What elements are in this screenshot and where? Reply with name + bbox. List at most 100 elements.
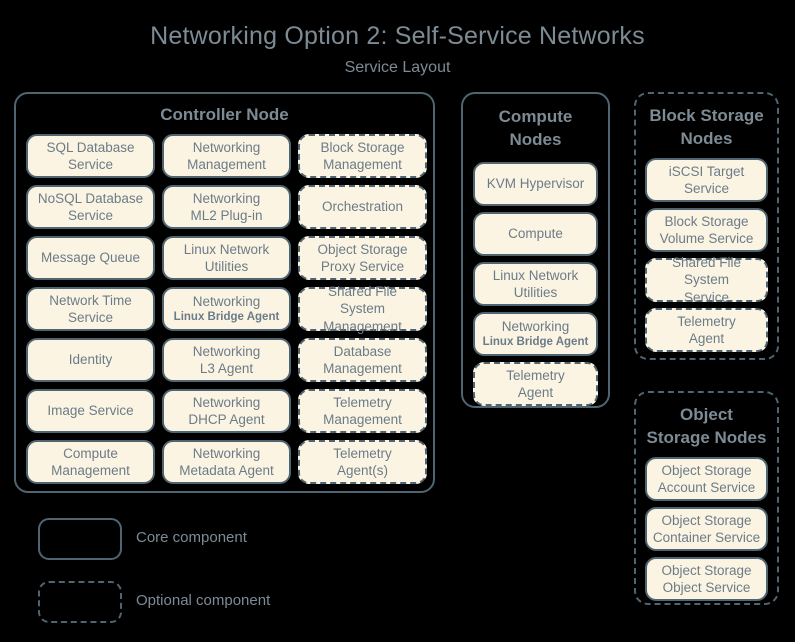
controller-service-c1-r4-label-line2: Service: [67, 310, 113, 325]
controller-service-c2-r5-label-line1: Networking: [192, 343, 261, 359]
controller-service-c2-r7-label-line2: Metadata Agent: [179, 463, 274, 478]
controller-service-c1-r1-label-line1: SQL Database: [46, 139, 135, 155]
controller-service-c3-r7-label-line2: Agent(s): [336, 463, 389, 478]
controller-service-c1-r4-label-line1: Network Time: [49, 292, 132, 308]
controller-service-c1-r5-box: Identity: [26, 338, 155, 382]
controller-service-c2-r1-label-line1: Networking: [192, 139, 261, 155]
block-storage-service-1-label-line2: Service: [683, 181, 729, 196]
legend-core-swatch: [38, 518, 122, 560]
block-storage-service-3-label-line1: Shared File System: [671, 255, 742, 288]
compute-nodes-title: Compute Nodes: [463, 106, 608, 151]
compute-service-2-label-line1: Compute: [508, 226, 563, 242]
compute-service-5-label-line2: Agent: [517, 385, 554, 400]
compute-service-3-label-line2: Utilities: [513, 285, 558, 300]
block-storage-service-2-label-line1: Block Storage: [664, 213, 749, 229]
block-storage-service-4-label-line2: Agent: [688, 331, 725, 346]
block-storage-service-4-label-line1: Telemetry: [677, 313, 736, 329]
controller-service-c2-r2-label-line1: Networking: [192, 190, 261, 206]
page-subtitle: Service Layout: [344, 59, 451, 76]
controller-service-c2-r5-label-line2: L3 Agent: [199, 361, 254, 376]
controller-service-c1-r1-label-line2: Service: [67, 157, 113, 172]
block-storage-nodes-title: Block Storage Nodes: [636, 105, 777, 150]
compute-service-1-box: KVM Hypervisor: [473, 162, 598, 206]
object-storage-service-3-label-line2: Object Service: [662, 580, 751, 595]
controller-service-c2-r3-label-line1: Linux Network: [183, 241, 270, 257]
controller-service-c3-r2-label-line1: Orchestration: [321, 199, 404, 215]
compute-nodes-title-line2: Nodes: [509, 129, 562, 149]
compute-service-2-box: Compute: [473, 212, 598, 256]
controller-service-c1-r5-label-line1: Identity: [68, 352, 113, 368]
controller-service-c3-r1-label-line2: Management: [323, 157, 402, 172]
block-storage-service-1-label-line1: iSCSI Target: [668, 163, 745, 179]
legend-optional-swatch: [38, 581, 122, 623]
legend-optional-label: Optional component: [136, 592, 271, 609]
controller-service-c2-r5-box: Networking L3 Agent: [162, 338, 291, 382]
controller-service-c3-r5-label-line2: Management: [323, 361, 402, 376]
object-storage-nodes-title: Object Storage Nodes: [636, 404, 777, 449]
controller-service-c1-r3-label-line1: Message Queue: [40, 250, 141, 266]
controller-service-c3-r4-label-line1: Shared File System: [327, 284, 398, 317]
controller-service-c3-r3-label-line1: Object Storage: [317, 241, 408, 257]
controller-service-c1-r3-box: Message Queue: [26, 236, 155, 280]
controller-service-c3-r3-label-line2: Proxy Service: [320, 259, 405, 274]
controller-service-c1-r2-label-line2: Service: [67, 208, 113, 223]
controller-service-c2-r4-label-line1: Networking: [192, 294, 261, 309]
controller-service-c2-r2-label-line2: ML2 Plug-in: [190, 208, 263, 223]
object-storage-nodes-title-line2: Storage Nodes: [646, 427, 767, 447]
block-storage-nodes-title-line1: Block Storage: [649, 106, 764, 125]
controller-service-c1-r7-label-line1: Compute: [63, 445, 118, 461]
controller-service-c3-r7-label-line1: Telemetry: [333, 445, 392, 461]
controller-service-c3-r2-box: Orchestration: [298, 185, 427, 229]
compute-nodes-title-line1: Compute: [498, 107, 573, 126]
controller-service-c1-r6-box: Image Service: [26, 389, 155, 433]
compute-service-3-label-line1: Linux Network: [492, 267, 579, 283]
object-storage-service-1-label-line2: Account Service: [657, 480, 756, 495]
object-storage-service-1-label-line1: Object Storage: [661, 462, 752, 478]
controller-service-c1-r6-label-line1: Image Service: [47, 403, 134, 419]
controller-service-c3-r5-label-line1: Database: [333, 343, 392, 359]
controller-service-c2-r6-label-line1: Networking: [192, 394, 261, 410]
controller-service-c3-r4-label-line2: Management: [323, 318, 402, 334]
compute-service-4-label-line1: Networking: [501, 319, 570, 334]
object-storage-service-3-label-line1: Object Storage: [661, 562, 752, 578]
object-storage-service-2-label-line1: Object Storage: [661, 512, 752, 528]
block-storage-nodes-title-line2: Nodes: [680, 128, 733, 148]
controller-service-c3-r6-label-line1: Telemetry: [333, 394, 392, 410]
compute-service-1-label-line1: KVM Hypervisor: [486, 176, 585, 192]
controller-service-c1-r7-label-line2: Management: [51, 463, 130, 478]
compute-service-4-label-line2: Linux Bridge Agent: [482, 336, 589, 349]
controller-service-c2-r7-label-line1: Networking: [192, 445, 261, 461]
controller-service-c2-r1-label-line2: Management: [187, 157, 266, 172]
legend-core-label: Core component: [136, 529, 247, 546]
controller-node-title: Controller Node: [160, 105, 289, 124]
controller-service-c2-r6-label-line2: DHCP Agent: [188, 412, 265, 427]
